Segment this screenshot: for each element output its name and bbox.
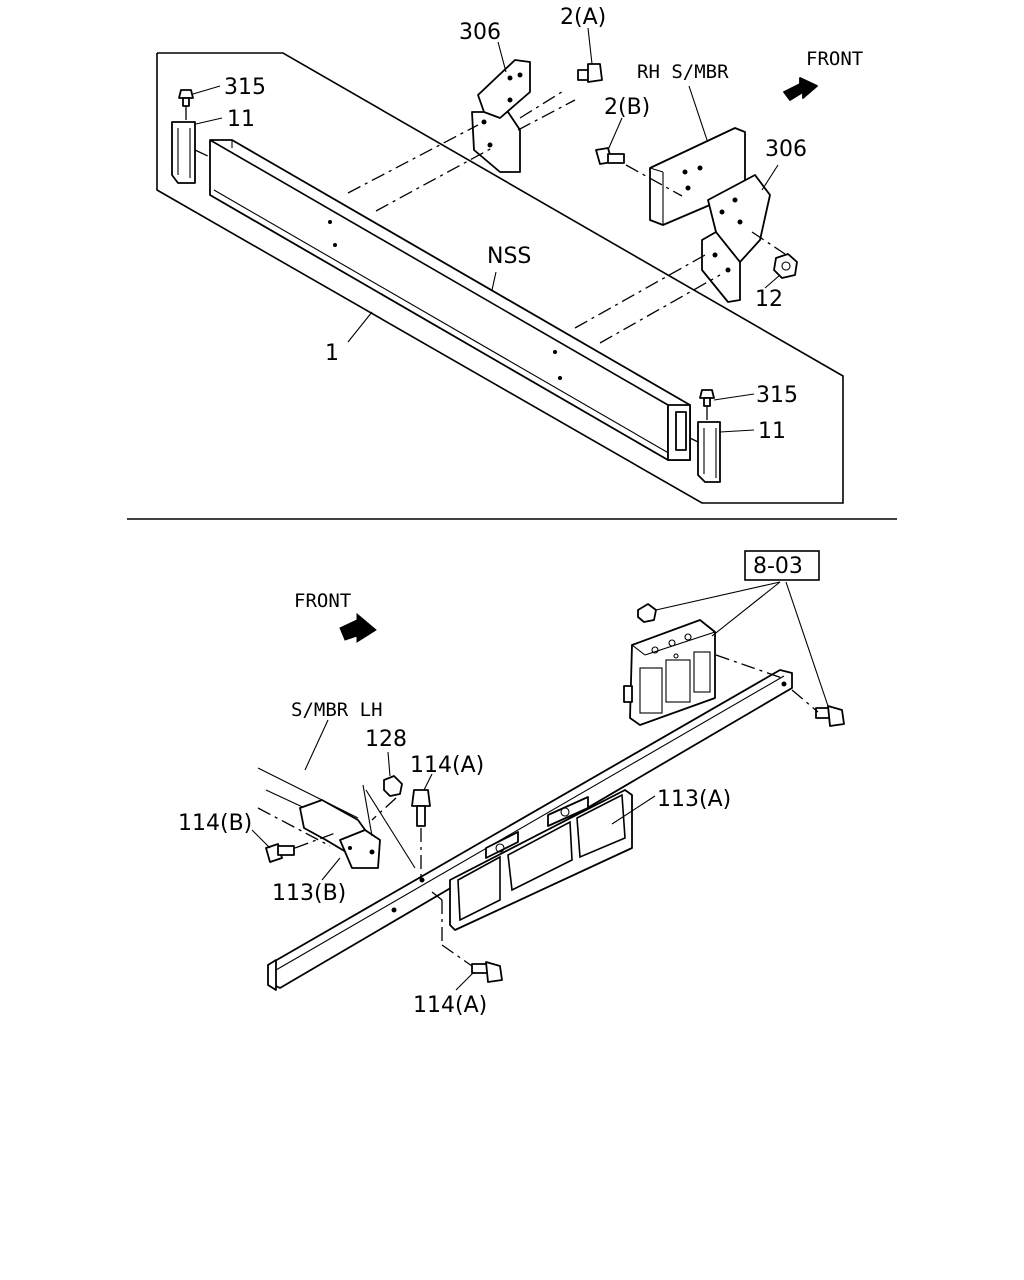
callout-1: 1 — [325, 341, 339, 366]
bolt-2b — [595, 147, 625, 165]
top-frame-border — [156, 52, 844, 504]
callout-2a: 2(A) — [560, 5, 606, 30]
bolt-315-left — [178, 89, 194, 107]
rh-member-label: RH S/MBR — [637, 61, 729, 83]
callout-315-left: 315 — [224, 75, 266, 100]
top-leader-lines — [192, 27, 781, 433]
top-alignment-lines — [185, 89, 786, 443]
ref-box-8-03: 8-03 — [753, 554, 803, 579]
lh-side-member — [257, 767, 416, 869]
angle-bar-113a — [267, 669, 793, 991]
callout-113a: 113(A) — [657, 787, 731, 812]
lh-member-label: S/MBR LH — [291, 699, 383, 721]
bolt-2a — [577, 63, 603, 83]
callout-114b: 114(B) — [178, 811, 252, 836]
bracket-306-left — [471, 59, 531, 173]
callout-114a-top: 114(A) — [410, 753, 484, 778]
crossmember-part-1 — [209, 139, 691, 461]
bolt-114a-bottom — [471, 961, 503, 983]
electronic-module — [623, 619, 716, 726]
callout-11-right: 11 — [758, 419, 786, 444]
bracket-306-right — [701, 174, 771, 303]
top-assembly — [156, 27, 844, 504]
callout-114a-bottom: 114(A) — [413, 993, 487, 1018]
bolt-114a-top — [411, 789, 431, 827]
bottom-assembly — [251, 550, 845, 991]
bracket-11-left — [171, 121, 196, 184]
bolt-315-right — [699, 389, 715, 407]
front-label-bottom: FRONT — [294, 590, 351, 612]
bolt-114b — [265, 843, 295, 863]
bracket-11-right — [697, 421, 721, 483]
nut-module — [637, 603, 657, 623]
callout-113b: 113(B) — [272, 881, 346, 906]
front-arrow-icon — [783, 77, 818, 101]
ref-box-frame — [744, 550, 820, 581]
mounting-panel — [449, 789, 633, 931]
front-label-top: FRONT — [806, 48, 863, 70]
callout-306-left: 306 — [459, 20, 501, 45]
front-arrow-icon-bottom — [339, 612, 377, 643]
nut-128 — [383, 775, 403, 797]
callout-2b: 2(B) — [604, 95, 650, 120]
callout-128: 128 — [365, 727, 407, 752]
callout-11-left: 11 — [227, 107, 255, 132]
bottom-leader-lines — [251, 581, 829, 991]
bottom-alignment-lines — [294, 654, 819, 967]
bolt-module-right — [815, 705, 845, 727]
callout-315-right: 315 — [756, 383, 798, 408]
nut-12 — [773, 253, 798, 279]
callout-nss: NSS — [487, 244, 531, 269]
callout-306-right: 306 — [765, 137, 807, 162]
callout-12: 12 — [755, 287, 783, 312]
